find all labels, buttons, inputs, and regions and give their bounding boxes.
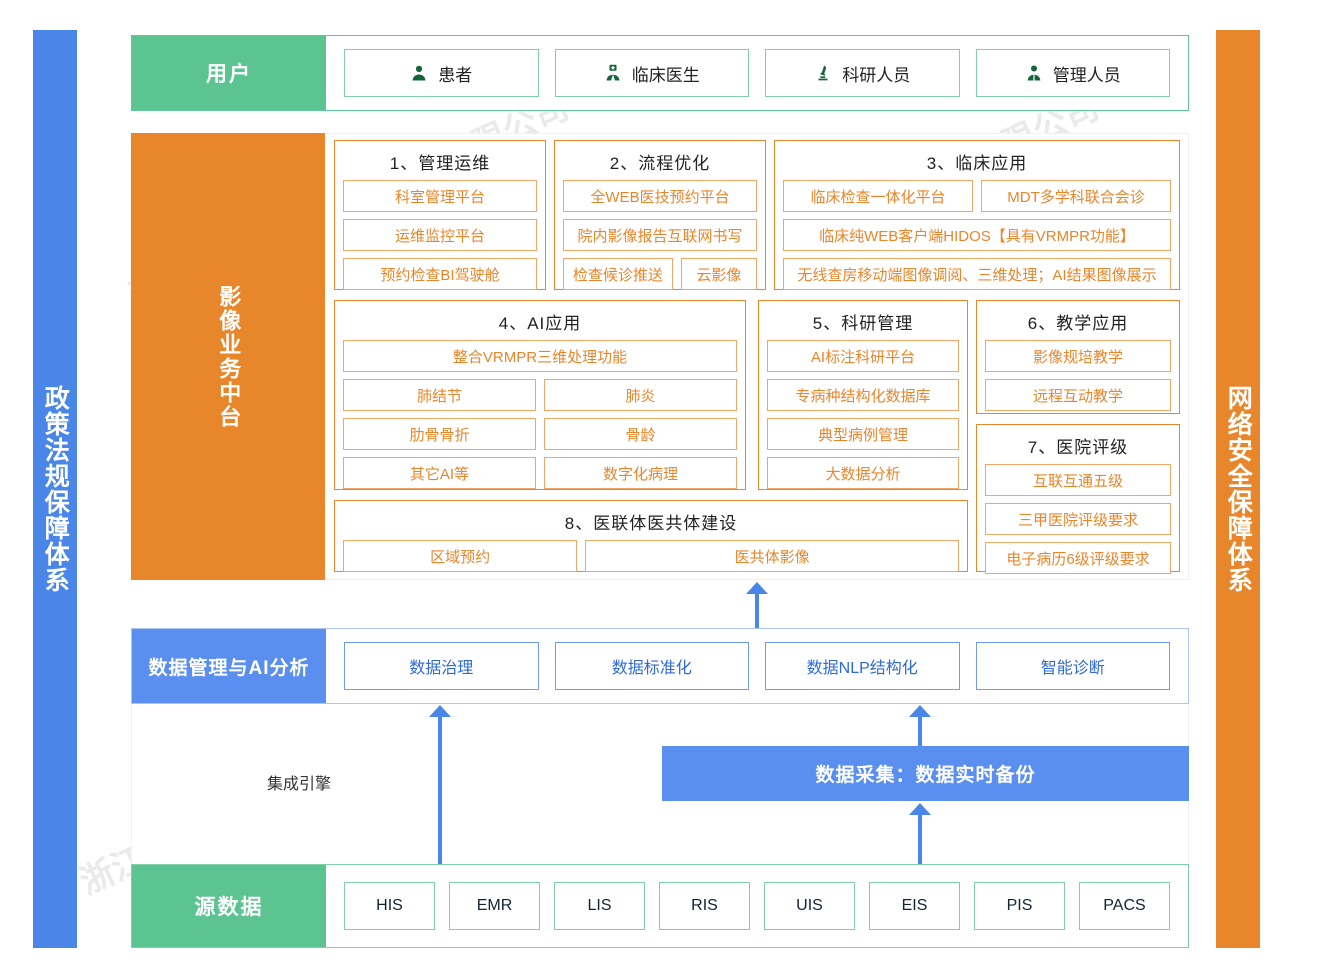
section-item[interactable]: 专病种结构化数据库	[767, 379, 959, 411]
user-chip-label: 患者	[438, 65, 473, 85]
section-item[interactable]: 检查候诊推送	[563, 258, 673, 290]
doctor-icon	[604, 63, 622, 83]
section-item[interactable]: 医共体影像	[585, 540, 959, 572]
section-title: 6、教学应用	[1027, 314, 1129, 333]
data-acquisition-bar: 数据采集：数据实时备份	[662, 746, 1189, 801]
section-card-3: 3、临床应用 临床检查一体化平台 MDT多学科联合会诊 临床纯WEB客户端HID…	[774, 140, 1180, 290]
arrow-up-to-midplatform	[746, 582, 768, 628]
source-data-items: HIS EMR LIS RIS UIS EIS PIS PACS	[326, 865, 1188, 947]
section-title: 2、流程优化	[609, 154, 711, 173]
section-row: 肋骨骨折 骨龄	[343, 418, 737, 450]
section-item[interactable]: 互联互通五级	[985, 464, 1171, 496]
section-item[interactable]: 三甲医院评级要求	[985, 503, 1171, 535]
section-title: 5、科研管理	[812, 314, 914, 333]
section-item[interactable]: 运维监控平台	[343, 219, 537, 251]
section-item[interactable]: 院内影像报告互联网书写	[563, 219, 757, 251]
section-card-8: 8、医联体医共体建设 区域预约 医共体影像	[334, 500, 968, 572]
section-item[interactable]: 区域预约	[343, 540, 578, 572]
section-item[interactable]: 其它AI等	[343, 457, 536, 489]
source-chip-pis[interactable]: PIS	[974, 882, 1065, 930]
section-item[interactable]: 整合VRMPR三维处理功能	[343, 340, 737, 372]
data-management-items: 数据治理 数据标准化 数据NLP结构化 智能诊断	[326, 629, 1188, 703]
section-row: 其它AI等 数字化病理	[343, 457, 737, 489]
arrow-up-source-to-acquisition	[909, 803, 931, 865]
data-chip-governance[interactable]: 数据治理	[344, 642, 539, 690]
source-chip-uis[interactable]: UIS	[764, 882, 855, 930]
section-row: 临床检查一体化平台 MDT多学科联合会诊	[783, 180, 1171, 212]
data-management-label: 数据管理与AI分析	[132, 629, 326, 703]
data-chip-intelligent-diagnosis[interactable]: 智能诊断	[975, 642, 1170, 690]
user-chip-label: 临床医生	[631, 65, 700, 85]
source-data-label: 源数据	[132, 865, 326, 947]
section-item[interactable]: 肺炎	[544, 379, 737, 411]
section-card-7: 7、医院评级 互联互通五级 三甲医院评级要求 电子病历6级评级要求	[976, 424, 1180, 574]
section-title: 7、医院评级	[1027, 438, 1129, 457]
section-item[interactable]: 云影像	[680, 258, 757, 290]
source-chip-eis[interactable]: EIS	[869, 882, 960, 930]
section-item[interactable]: 电子病历6级评级要求	[985, 542, 1171, 574]
section-card-2: 2、流程优化 全WEB医技预约平台 院内影像报告互联网书写 检查候诊推送 云影像	[554, 140, 766, 290]
section-item[interactable]: 肺结节	[343, 379, 536, 411]
users-row: 用户 患者 临床医生	[131, 35, 1189, 111]
manager-icon	[1025, 63, 1043, 83]
section-title: 4、AI应用	[498, 314, 582, 333]
section-card-5: 5、科研管理 AI标注科研平台 专病种结构化数据库 典型病例管理 大数据分析	[758, 300, 968, 490]
section-item[interactable]: 全WEB医技预约平台	[563, 180, 757, 212]
user-chip-label: 管理人员	[1052, 65, 1121, 85]
section-row: 检查候诊推送 云影像	[563, 258, 757, 290]
user-chip-label: 科研人员	[842, 65, 911, 85]
arrow-up-acquisition-to-data	[909, 705, 931, 749]
imaging-midplatform-label: 影像业务中台	[131, 133, 325, 580]
source-data-row: 源数据 HIS EMR LIS RIS UIS EIS PIS PACS	[131, 864, 1189, 948]
section-item[interactable]: 无线查房移动端图像调阅、三维处理；AI结果图像展示	[783, 258, 1171, 290]
user-chip-patient[interactable]: 患者	[344, 49, 539, 97]
section-item[interactable]: 科室管理平台	[343, 180, 537, 212]
user-chip-researcher[interactable]: 科研人员	[765, 49, 960, 97]
source-chip-his[interactable]: HIS	[344, 882, 435, 930]
users-items: 患者 临床医生	[326, 36, 1188, 110]
section-item[interactable]: 典型病例管理	[767, 418, 959, 450]
section-item[interactable]: 大数据分析	[767, 457, 959, 489]
user-icon	[410, 63, 428, 83]
section-item[interactable]: 预约检查BI驾驶舱	[343, 258, 537, 290]
source-chip-pacs[interactable]: PACS	[1079, 882, 1170, 930]
section-item[interactable]: AI标注科研平台	[767, 340, 959, 372]
source-chip-emr[interactable]: EMR	[449, 882, 540, 930]
section-item[interactable]: 肋骨骨折	[343, 418, 536, 450]
data-management-row: 数据管理与AI分析 数据治理 数据标准化 数据NLP结构化 智能诊断	[131, 628, 1189, 704]
section-card-1: 1、管理运维 科室管理平台 运维监控平台 预约检查BI驾驶舱	[334, 140, 546, 290]
data-chip-standardization[interactable]: 数据标准化	[554, 642, 749, 690]
section-item[interactable]: 远程互动教学	[985, 379, 1171, 411]
data-chip-nlp[interactable]: 数据NLP结构化	[765, 642, 960, 690]
users-row-label: 用户	[132, 36, 326, 110]
section-item[interactable]: 临床纯WEB客户端HIDOS【具有VRMPR功能】	[783, 219, 1171, 251]
section-item[interactable]: 影像规培教学	[985, 340, 1171, 372]
user-chip-clinician[interactable]: 临床医生	[554, 49, 749, 97]
section-title: 8、医联体医共体建设	[564, 514, 738, 533]
section-item[interactable]: 骨龄	[544, 418, 737, 450]
section-card-6: 6、教学应用 影像规培教学 远程互动教学	[976, 300, 1180, 414]
section-row: 区域预约 医共体影像	[343, 540, 959, 572]
integration-engine-label: 集成引擎	[267, 776, 332, 793]
source-chip-ris[interactable]: RIS	[659, 882, 750, 930]
section-title: 3、临床应用	[926, 154, 1028, 173]
network-security-bar: 网络安全保障体系	[1216, 30, 1260, 948]
source-chip-lis[interactable]: LIS	[554, 882, 645, 930]
section-title: 1、管理运维	[389, 154, 491, 173]
user-chip-administrator[interactable]: 管理人员	[975, 49, 1170, 97]
arrow-up-integration-engine	[429, 705, 451, 865]
section-item[interactable]: 临床检查一体化平台	[783, 180, 973, 212]
section-card-4: 4、AI应用 整合VRMPR三维处理功能 肺结节 肺炎 肋骨骨折 骨龄 其它AI…	[334, 300, 746, 490]
section-item[interactable]: 数字化病理	[544, 457, 737, 489]
microscope-icon	[814, 63, 832, 83]
section-item[interactable]: MDT多学科联合会诊	[981, 180, 1171, 212]
policy-regulation-bar: 政策法规保障体系	[33, 30, 77, 948]
section-row: 肺结节 肺炎	[343, 379, 737, 411]
